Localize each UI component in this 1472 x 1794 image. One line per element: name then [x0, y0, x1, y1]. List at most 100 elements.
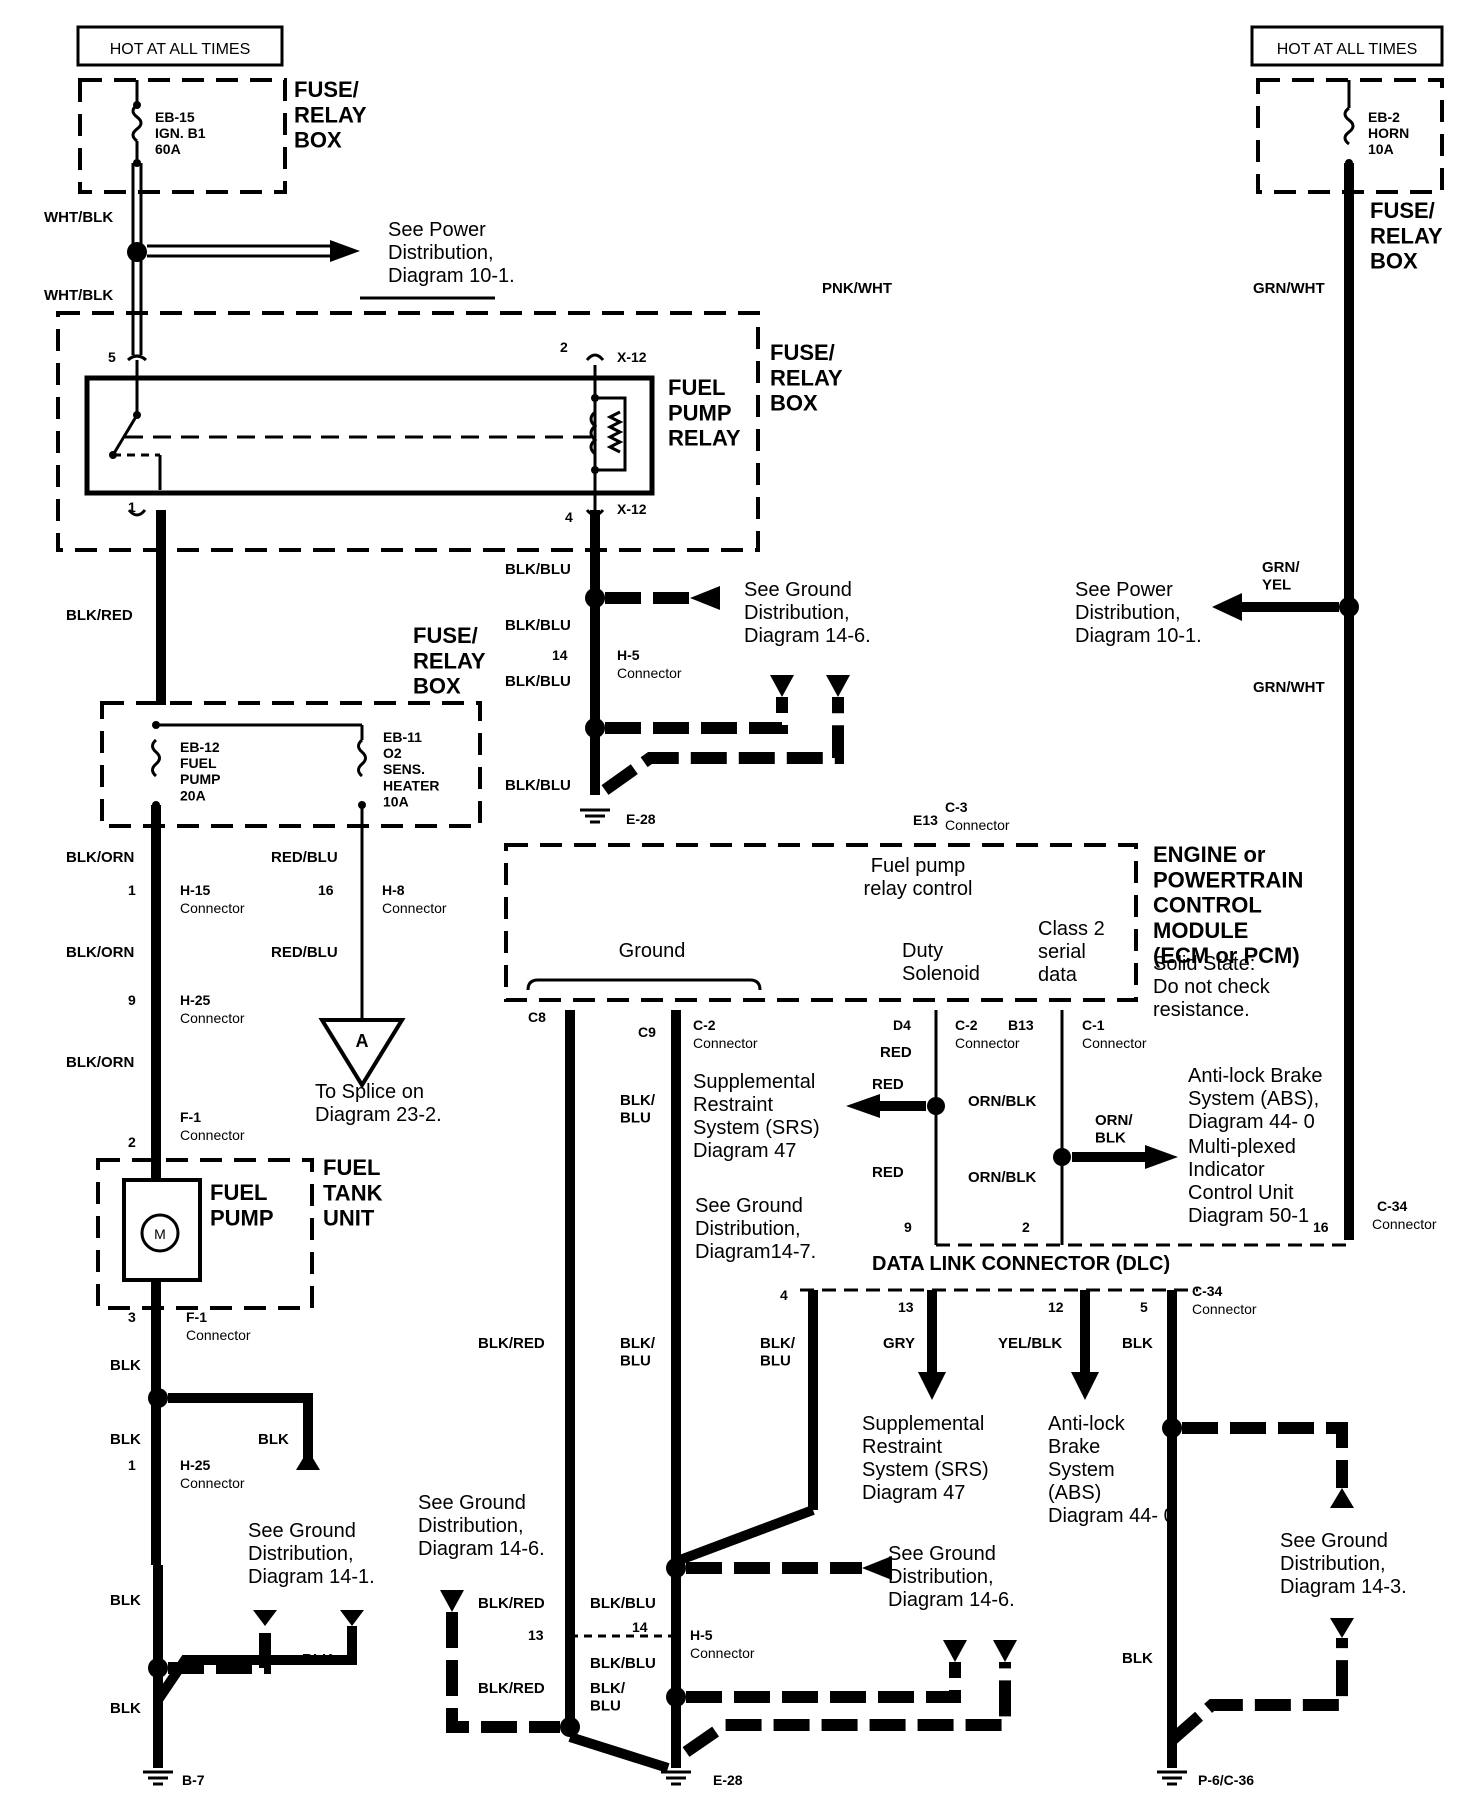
wire-blk-blu-3: BLK/BLU	[505, 673, 571, 690]
ground-arrow-left-icon	[690, 586, 720, 610]
ground-arrow-icon-4	[770, 675, 794, 697]
wire-orn-blk-split: ORN/BLK	[1095, 1112, 1133, 1146]
ground-arrow-icon-3	[340, 1610, 364, 1626]
splice-dot	[127, 242, 147, 262]
ground-arrow-up-icon	[1330, 1488, 1354, 1508]
conn-c34-top: C-34	[1377, 1198, 1408, 1214]
pin-e13: E13	[913, 812, 938, 828]
fuse-relay-box-top-left	[78, 78, 287, 194]
conn-c34-top-word: Connector	[1372, 1216, 1437, 1232]
conn-f1-bottom-word: Connector	[186, 1327, 251, 1343]
pin-h5b-13: 13	[528, 1627, 544, 1643]
hot-label-left: HOT AT ALL TIMES	[110, 41, 251, 58]
ecm-pcm-module	[504, 843, 1138, 1002]
arrow-down-icon-2	[1071, 1372, 1099, 1400]
conn-h5-bottom: H-5	[690, 1627, 713, 1643]
wire-blk-orn-3: BLK/ORN	[66, 1054, 134, 1071]
wire-red-blu-1: RED/BLU	[271, 849, 338, 866]
pin-dlc-9: 9	[904, 1219, 912, 1235]
wire-blk-blu-split-1: BLK/BLU	[620, 1092, 656, 1126]
wire-blk-1: BLK	[110, 1357, 141, 1374]
conn-c2-right: C-2	[955, 1017, 978, 1033]
relay-connector-bottom: X-12	[617, 501, 647, 517]
conn-c34-bottom-word: Connector	[1192, 1301, 1257, 1317]
fuel-tank-unit	[96, 1158, 314, 1310]
motor-icon	[140, 1213, 180, 1253]
conn-h25-bottom-word: Connector	[180, 1475, 245, 1491]
wire-blk-orn-2: BLK/ORN	[66, 944, 134, 961]
ground-arrow-icon-7	[943, 1640, 967, 1662]
conn-c2-right-word: Connector	[955, 1035, 1020, 1051]
wire-blk-blu-split-4: BLK/BLU	[590, 1680, 626, 1714]
conn-h25-bottom: H-25	[180, 1457, 211, 1473]
relay-pin-2: 2	[560, 339, 568, 355]
pin-c9: C9	[638, 1024, 656, 1040]
pin-h8: 16	[318, 882, 334, 898]
wire-blk-orn-1: BLK/ORN	[66, 849, 134, 866]
wire-blk-red-4: BLK/RED	[478, 1680, 545, 1697]
wire-blk-red-3: BLK/RED	[478, 1595, 545, 1612]
fuel-pump-relay	[84, 375, 655, 496]
relay-connector-top: X-12	[617, 349, 647, 365]
relay-pin-4: 4	[565, 509, 573, 525]
conn-c3-word: Connector	[945, 817, 1010, 833]
wire-orn-blk-1: ORN/BLK	[968, 1093, 1036, 1110]
conn-h25-top: H-25	[180, 992, 211, 1008]
ground-bracket	[526, 978, 762, 991]
wire-blk-blu-split-3: BLK/BLU	[760, 1335, 796, 1369]
conn-h25-top-word: Connector	[180, 1010, 245, 1026]
ground-arrow-icon-6	[440, 1590, 464, 1612]
pin-h5b-14: 14	[632, 1619, 648, 1635]
ground-arrow-icon-5	[826, 675, 850, 697]
pin-dlc-12: 12	[1048, 1299, 1064, 1315]
pin-h5-left: 14	[552, 647, 568, 663]
conn-c2-left: C-2	[693, 1017, 716, 1033]
pin-dlc-13: 13	[898, 1299, 914, 1315]
ground-arrow-left-icon-2	[862, 1556, 892, 1580]
wire-blk-blu-4: BLK/BLU	[505, 777, 571, 794]
relay-pin-1: 1	[128, 499, 136, 515]
pin-f1-top: 2	[128, 1134, 136, 1150]
relay-pin-5: 5	[108, 349, 116, 365]
pin-d4: D4	[893, 1017, 911, 1033]
conn-h8-word: Connector	[382, 900, 447, 916]
pin-c8: C8	[528, 1009, 546, 1025]
wire-blk-blu-1: BLK/BLU	[505, 561, 571, 578]
wire-wht-blk-2: WHT/BLK	[44, 287, 113, 304]
wire-red-1: RED	[880, 1044, 912, 1061]
conn-h8: H-8	[382, 882, 405, 898]
wire-blk-blu-split-2: BLK/BLU	[620, 1335, 656, 1369]
arrow-right-icon-2	[1145, 1145, 1178, 1169]
ground-arrow-icon	[296, 1450, 320, 1470]
wire-blk-7: BLK	[1122, 1335, 1153, 1352]
ground-arrow-icon-8	[993, 1640, 1017, 1662]
conn-h5-bottom-word: Connector	[690, 1645, 755, 1661]
hot-at-all-times-box-right	[1250, 25, 1444, 67]
arrow-left-icon-2	[846, 1094, 880, 1118]
conn-h5-top: H-5	[617, 647, 640, 663]
ground-b7: B-7	[182, 1772, 205, 1788]
conn-c3: C-3	[945, 799, 968, 815]
splice-a-triangle-icon	[318, 1018, 406, 1089]
wire-wht-blk-1: WHT/BLK	[44, 209, 113, 226]
